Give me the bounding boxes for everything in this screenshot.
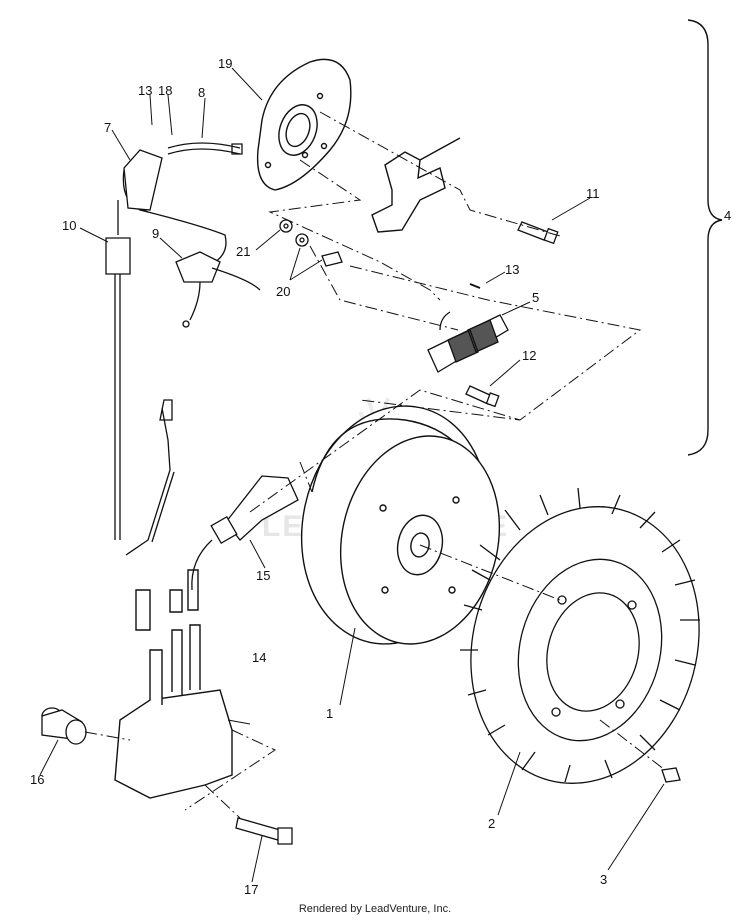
bolt-17 bbox=[236, 818, 292, 844]
callout-14: 14 bbox=[252, 650, 266, 665]
leader-lines bbox=[40, 68, 664, 882]
callout-9: 9 bbox=[152, 226, 159, 241]
callout-11: 11 bbox=[586, 186, 600, 201]
callout-20: 20 bbox=[276, 284, 290, 299]
spark-plug-boot bbox=[42, 708, 86, 744]
callout-7: 7 bbox=[104, 120, 111, 135]
assembly-bracket bbox=[688, 20, 722, 455]
cooling-fan bbox=[441, 481, 730, 809]
callout-10: 10 bbox=[62, 218, 76, 233]
regulator bbox=[176, 252, 260, 327]
regulator-plate bbox=[124, 150, 162, 210]
callout-2: 2 bbox=[488, 816, 495, 831]
callout-19: 19 bbox=[218, 56, 232, 71]
callout-21: 21 bbox=[236, 244, 250, 259]
footer-credit: Rendered by LeadVenture, Inc. bbox=[298, 903, 452, 915]
assembly-lines bbox=[85, 112, 665, 818]
callout-13-left: 13 bbox=[138, 83, 152, 98]
screw-13 bbox=[470, 284, 480, 288]
callout-16: 16 bbox=[30, 772, 44, 787]
lighting-coil bbox=[372, 138, 460, 232]
screw-11 bbox=[518, 222, 558, 243]
callouts: 1 2 3 4 5 7 8 9 10 11 12 13 13 14 15 16 … bbox=[30, 56, 731, 897]
callout-13-right: 13 bbox=[505, 262, 519, 277]
callout-8: 8 bbox=[198, 85, 205, 100]
callout-18: 18 bbox=[158, 83, 172, 98]
spark-plug-cap bbox=[211, 476, 298, 543]
stator-plate bbox=[258, 59, 351, 190]
callout-5: 5 bbox=[532, 290, 539, 305]
ignition-coil bbox=[115, 570, 232, 798]
callout-17: 17 bbox=[244, 882, 258, 897]
callout-1: 1 bbox=[326, 706, 333, 721]
callout-15: 15 bbox=[256, 568, 270, 583]
exciter-coil bbox=[428, 312, 508, 372]
bolt-3 bbox=[662, 768, 680, 782]
flywheel bbox=[280, 388, 518, 661]
washers bbox=[280, 220, 342, 266]
callout-4: 4 bbox=[724, 208, 731, 223]
high-tension-lead bbox=[126, 400, 212, 590]
wiring-harness bbox=[106, 143, 242, 540]
callout-3: 3 bbox=[600, 872, 607, 887]
screw-12 bbox=[466, 386, 499, 406]
callout-12: 12 bbox=[522, 348, 536, 363]
